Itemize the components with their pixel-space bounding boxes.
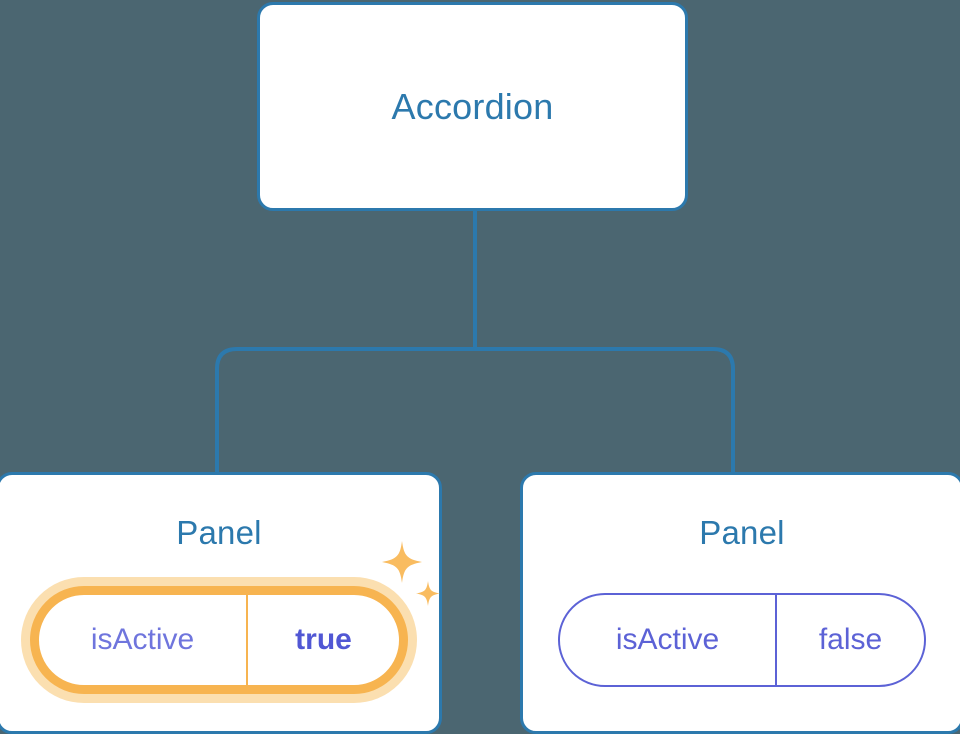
node-panel-right-title: Panel	[699, 514, 785, 551]
node-panel-left[interactable]: Panel isActive true	[0, 472, 442, 734]
prop-value-label: false	[818, 623, 883, 656]
sparkle-large-icon	[382, 541, 422, 583]
prop-key-label: isActive	[39, 595, 248, 685]
prop-key-label: isActive	[560, 595, 777, 685]
node-panel-left-body: isActive true	[0, 541, 440, 731]
node-panel-right-body: isActive false	[523, 549, 960, 731]
connector-branch-left	[215, 347, 475, 474]
node-accordion[interactable]: Accordion	[257, 2, 688, 211]
prop-pill-wrapper-left: isActive true	[21, 541, 440, 703]
prop-pill-isactive-false[interactable]: isActive false	[558, 593, 926, 687]
node-panel-left-title: Panel	[176, 514, 262, 551]
connector-branch-right	[475, 347, 735, 474]
prop-pill-isactive-true[interactable]: isActive true	[30, 586, 408, 694]
node-accordion-title: Accordion	[391, 85, 554, 127]
prop-value-label: true	[295, 623, 352, 656]
node-panel-right[interactable]: Panel isActive false	[520, 472, 960, 734]
sparkle-small-icon	[416, 581, 440, 606]
